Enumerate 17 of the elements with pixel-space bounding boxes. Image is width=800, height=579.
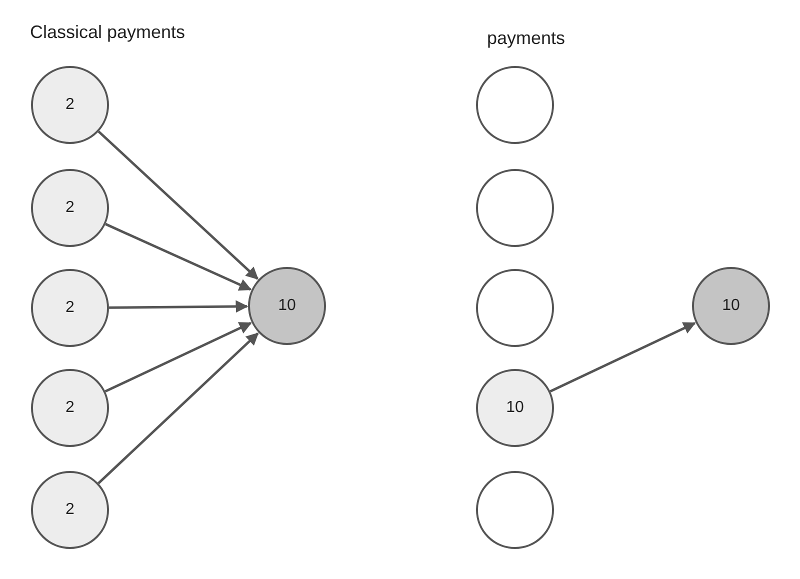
amount-label: 2 <box>66 399 74 417</box>
recipient-circle <box>248 267 326 345</box>
arrow <box>105 222 252 291</box>
amount-label: 2 <box>66 96 74 114</box>
arrow <box>108 300 248 313</box>
heading: Classical payments <box>30 22 186 43</box>
arrow <box>550 322 696 392</box>
amount-label: 2 <box>66 199 74 217</box>
amount-label: 2 <box>66 299 74 317</box>
amount-label: 10 <box>278 297 296 315</box>
arrow <box>98 332 259 484</box>
amount-label: 10 <box>506 399 524 417</box>
amount-label: 2 <box>66 501 74 519</box>
arrow <box>104 322 252 393</box>
heading: payments <box>487 28 566 49</box>
arrow <box>98 130 259 280</box>
amount-label: 10 <box>722 297 740 315</box>
